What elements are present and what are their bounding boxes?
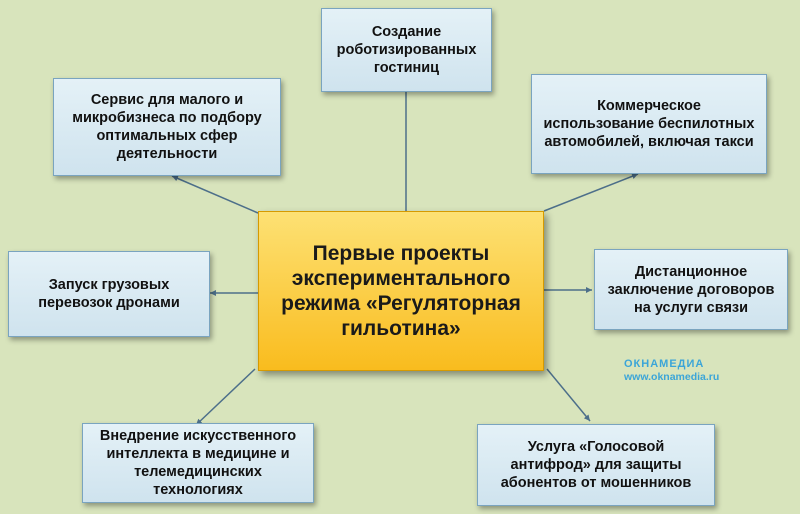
arrow-to-antifraud bbox=[546, 368, 591, 422]
arrow-to-ai bbox=[195, 368, 256, 426]
node-antifraud: Услуга «Голосовой антифрод» для защиты а… bbox=[477, 424, 715, 506]
node-contracts: Дистанционное заключение договоров на ус… bbox=[594, 249, 788, 330]
node-hotels: Создание роботизированных гостиниц bbox=[321, 8, 492, 92]
node-ai: Внедрение искусственного интеллекта в ме… bbox=[82, 423, 314, 503]
watermark-brand: ОКНАМЕДИА bbox=[624, 358, 705, 370]
arrow-to-autonomous bbox=[543, 173, 639, 212]
watermark-logo: ОКНАМЕДИА www.oknamedia.ru bbox=[624, 358, 719, 383]
arrow-to-smb bbox=[171, 175, 259, 214]
watermark-url: www.oknamedia.ru bbox=[624, 371, 720, 383]
node-drones: Запуск грузовых перевозок дронами bbox=[8, 251, 210, 337]
center-node: Первые проекты экспериментального режима… bbox=[258, 211, 544, 371]
node-autonomous: Коммерческое использование беспилотных а… bbox=[531, 74, 767, 174]
node-smb: Сервис для малого и микробизнеса по подб… bbox=[53, 78, 281, 176]
